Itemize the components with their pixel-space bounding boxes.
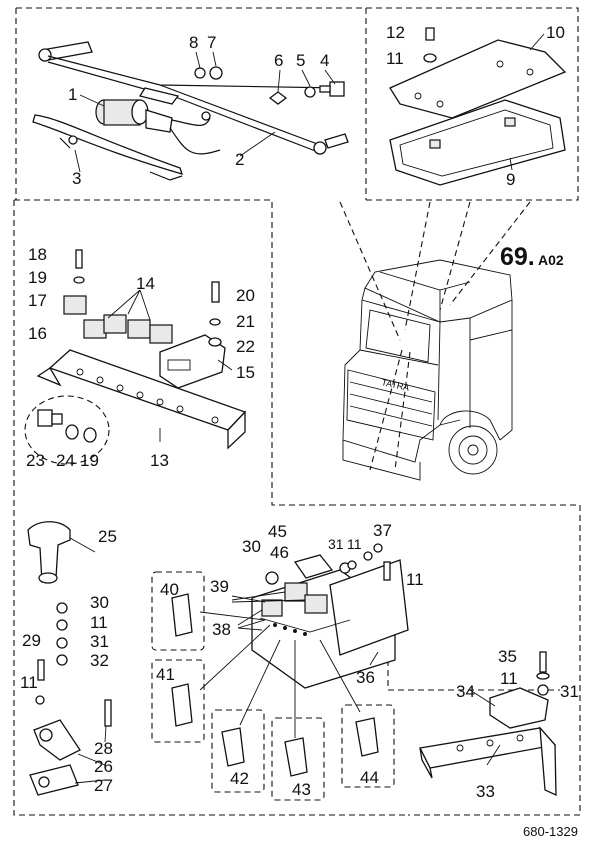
callout-39: 39 <box>210 577 229 596</box>
callout-32: 32 <box>90 651 109 670</box>
callout-4: 4 <box>320 51 329 70</box>
callout-35: 35 <box>498 647 517 666</box>
callout-40: 40 <box>160 580 179 599</box>
ref-code-suffix: A02 <box>538 252 564 268</box>
callout-11-fuse: 11 <box>347 536 362 552</box>
callout-12: 12 <box>386 23 405 42</box>
callout-11-lower-right: 11 <box>500 669 518 688</box>
callout-25: 25 <box>98 527 117 546</box>
callout-11-right: 11 <box>406 570 424 589</box>
bracket-26-27 <box>29 719 81 796</box>
callout-30-left: 30 <box>90 593 109 612</box>
rubber-boot <box>27 521 71 584</box>
callout-33: 33 <box>476 782 495 801</box>
truck-leader-lines <box>339 201 531 471</box>
drawing-number: 680-1329 <box>523 824 578 839</box>
wiper-fasteners <box>194 66 345 105</box>
callout-34: 34 <box>456 682 475 701</box>
callout-16: 16 <box>28 324 47 343</box>
wiper-motor <box>95 99 221 155</box>
callout-29: 29 <box>22 631 41 650</box>
callout-3: 3 <box>72 169 81 188</box>
callout-11-lower-left: 11 <box>20 673 38 692</box>
callout-1: 1 <box>68 85 77 104</box>
relay-fasteners <box>24 249 222 465</box>
callout-26: 26 <box>94 757 113 776</box>
callout-31-left: 31 <box>90 632 109 651</box>
ref-code: 69. A02 <box>500 243 564 271</box>
wiper-arm <box>32 114 184 181</box>
callout-labels: 1 2 3 4 5 6 7 8 9 10 11 12 18 19 17 16 1… <box>20 23 579 801</box>
callout-37: 37 <box>373 521 392 540</box>
callout-17: 17 <box>28 291 47 310</box>
callout-5: 5 <box>296 51 305 70</box>
fuse-box-fasteners <box>265 543 391 585</box>
callout-21: 21 <box>236 312 255 331</box>
callout-2: 2 <box>235 150 244 169</box>
callout-38: 38 <box>212 620 231 639</box>
callout-11-left: 11 <box>90 613 108 632</box>
callout-41: 41 <box>156 665 175 684</box>
callout-31-right: 31 <box>560 682 579 701</box>
bracket-33 <box>419 726 557 797</box>
callout-28: 28 <box>94 739 113 758</box>
callout-11-cover: 11 <box>386 49 404 68</box>
callout-8: 8 <box>189 33 198 52</box>
callout-31-fuse: 31 <box>328 536 344 552</box>
callout-9: 9 <box>506 170 515 189</box>
relay-mounting-bracket <box>36 349 247 450</box>
frame-relay-group <box>13 199 408 816</box>
callout-15: 15 <box>236 363 255 382</box>
cover-screw <box>423 27 437 63</box>
callout-44: 44 <box>360 768 379 787</box>
callout-46: 46 <box>270 543 289 562</box>
callout-20: 20 <box>236 286 255 305</box>
cover-housing <box>389 99 566 186</box>
callout-14: 14 <box>136 274 155 293</box>
frame-cover-group <box>366 7 579 201</box>
callout-42: 42 <box>230 769 249 788</box>
fuse-box <box>251 554 409 689</box>
ref-code-main: 69. <box>500 243 535 271</box>
callout-22: 22 <box>236 337 255 356</box>
callout-43: 43 <box>292 780 311 799</box>
cover-plate <box>389 39 567 119</box>
callout-19-bottom: 19 <box>80 451 99 470</box>
leader-lines <box>69 33 545 784</box>
callout-6: 6 <box>274 51 283 70</box>
fuses <box>151 571 395 801</box>
wiper-linkage <box>38 41 349 155</box>
callout-45: 45 <box>268 522 287 541</box>
callout-7: 7 <box>207 33 216 52</box>
callout-36: 36 <box>356 668 375 687</box>
connector-34 <box>489 651 550 729</box>
callout-13: 13 <box>150 451 169 470</box>
truck-cab-illustration: TATRA <box>342 259 513 481</box>
relays <box>63 295 226 389</box>
callout-19-top: 19 <box>28 268 47 287</box>
small-fasteners-left <box>35 602 112 727</box>
callout-10: 10 <box>546 23 565 42</box>
callout-23: 23 <box>26 451 45 470</box>
callout-18: 18 <box>28 245 47 264</box>
callout-27: 27 <box>94 776 113 795</box>
callout-30-fuse: 30 <box>242 537 261 556</box>
callout-24: 24 <box>56 451 75 470</box>
